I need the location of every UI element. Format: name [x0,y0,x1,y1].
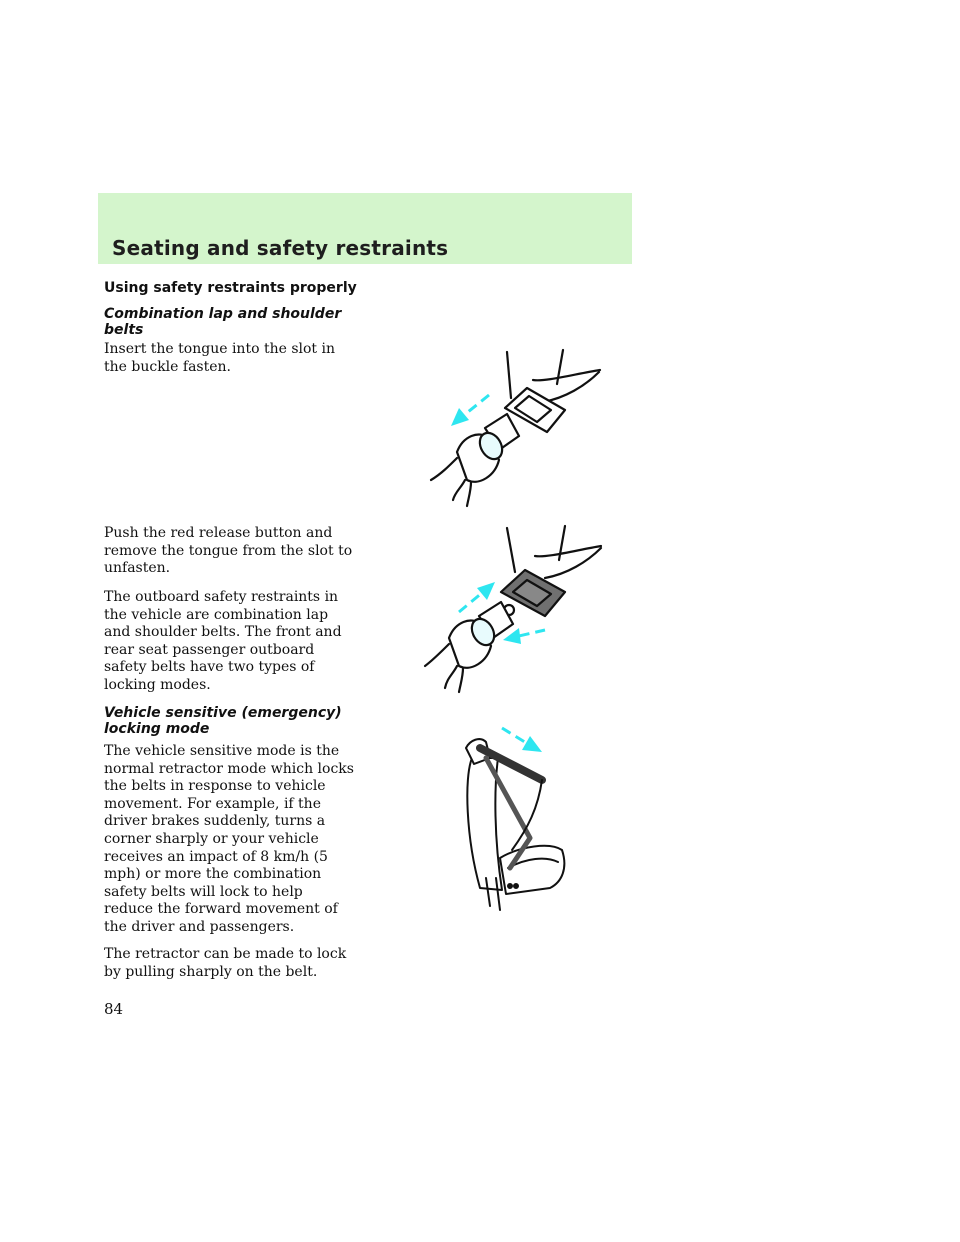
text-line: the buckle fasten. [104,358,231,375]
text-line: unfasten. [104,560,171,577]
buckle-release-illustration [423,524,603,694]
text-line: the driver and passengers. [104,918,295,935]
text-line: mph) or more the combination [104,866,322,883]
text-line: receives an impact of 8 km/h (5 [104,848,328,865]
text-line: rear seat passenger outboard [104,641,315,658]
text-line: safety belts have two types of [104,659,315,676]
section-header-title: Seating and safety restraints [112,236,449,260]
subheading-combination-belts: Combination lap and shoulder belts [104,306,374,338]
subheading-line: Vehicle sensitive (emergency) [104,705,342,721]
text-line: and shoulder belts. The front and [104,624,342,641]
pull-arrow-icon [503,628,546,644]
section-title: Using safety restraints properly [104,280,357,296]
text-line: safety belts will lock to help [104,883,303,900]
paragraph-retractor: The retractor can be made to lock by pul… [104,946,389,981]
text-line: Insert the tongue into the slot in [104,341,335,357]
insert-arrow-icon [451,393,490,426]
paragraph-unfasten: Push the red release button and remove t… [104,525,389,578]
text-line: reduce the forward movement of [104,901,338,918]
subheading-vehicle-sensitive: Vehicle sensitive (emergency) locking mo… [104,705,374,737]
text-line: Push the red release button and [104,525,333,541]
text-line: The retractor can be made to lock [104,946,347,962]
text-line: corner sharply or your vehicle [104,830,319,847]
text-line: the vehicle are combination lap [104,606,329,623]
paragraph-vehicle-sensitive: The vehicle sensitive mode is the normal… [104,743,389,937]
text-line: locking modes. [104,676,211,693]
push-arrow-icon [458,582,495,614]
text-line: The outboard safety restraints in [104,589,339,605]
subheading-line: Combination lap and shoulder [104,306,342,322]
text-line: by pulling sharply on the belt. [104,963,318,980]
section-header-band [98,193,632,264]
text-line: driver brakes suddenly, turns a [104,813,326,830]
text-line: normal retractor mode which locks [104,760,354,777]
seat-belt-locking-illustration [465,726,566,911]
pull-direction-arrow-icon [501,726,542,752]
paragraph-fasten: Insert the tongue into the slot in the b… [104,341,389,376]
subheading-line: belts [104,322,144,338]
buckle-fasten-illustration [429,348,602,508]
page-number: 84 [104,1000,124,1018]
text-line: the belts in response to vehicle [104,778,326,795]
text-line: The vehicle sensitive mode is the [104,743,340,759]
subheading-line: locking mode [104,721,210,737]
text-line: movement. For example, if the [104,795,321,812]
text-line: remove the tongue from the slot to [104,542,353,559]
paragraph-outboard-restraints: The outboard safety restraints in the ve… [104,589,389,695]
